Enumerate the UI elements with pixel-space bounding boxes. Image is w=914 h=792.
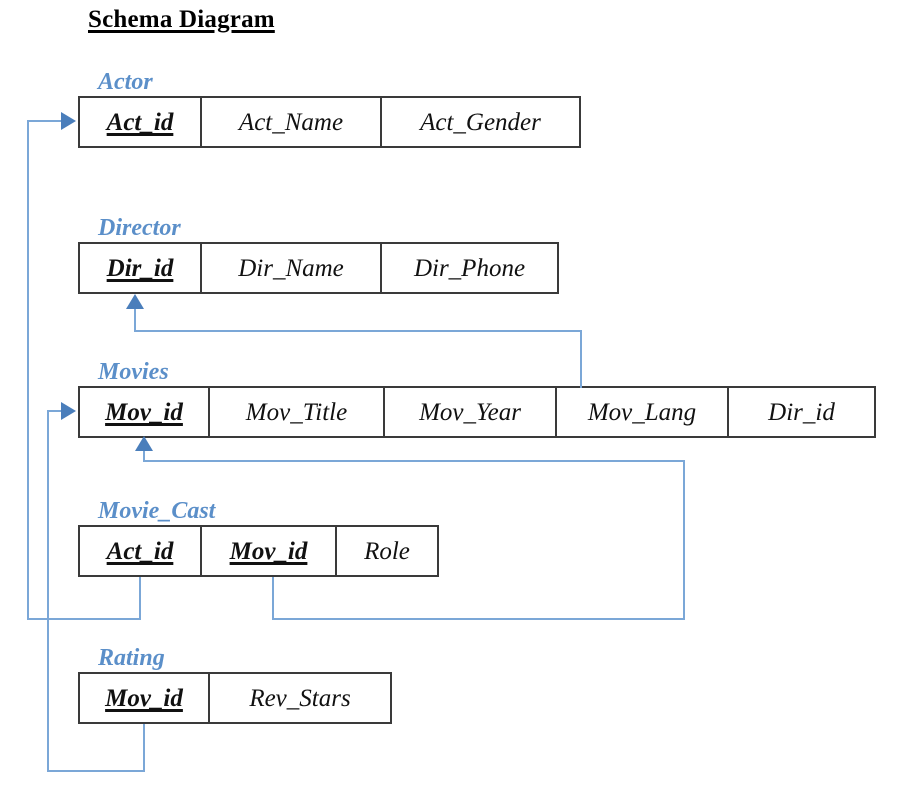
column-actor-act-id[interactable]: Act_id xyxy=(80,98,202,146)
connector-movie-cast-mov-id-up xyxy=(683,460,685,620)
entity-actor: Actor Act_id Act_Name Act_Gender xyxy=(78,69,581,148)
column-director-dir-phone[interactable]: Dir_Phone xyxy=(413,254,526,282)
column-movie-cast-role[interactable]: Role xyxy=(364,537,410,565)
column-movies-mov-title[interactable]: Mov_Title xyxy=(210,388,385,436)
connector-movie-cast-mov-id-left xyxy=(143,460,685,462)
connector-movie-cast-act-id-left xyxy=(27,618,141,620)
column-movies-dir-id[interactable]: Dir_id xyxy=(768,398,835,426)
entity-row-rating: Mov_id Rev_Stars xyxy=(78,672,392,724)
entity-director: Director Dir_id Dir_Name Dir_Phone xyxy=(78,215,559,294)
connector-rating-mov-id-left xyxy=(47,770,145,772)
entity-movies: Movies Mov_id Mov_Title Mov_Year Mov_Lan… xyxy=(78,359,876,438)
column-movies-mov-year[interactable]: Mov_Year xyxy=(385,388,557,436)
connector-movie-cast-mov-id-right xyxy=(272,618,685,620)
connector-actor-act-id-right xyxy=(27,120,65,122)
connector-movies-mov-id-stub xyxy=(143,450,145,462)
entity-rating: Rating Mov_id Rev_Stars xyxy=(78,645,392,724)
page-title: Schema Diagram xyxy=(88,6,275,33)
column-movie-cast-mov-id[interactable]: Mov_id xyxy=(202,527,337,575)
arrowhead-to-director-dir-id xyxy=(126,294,144,309)
entity-row-movie-cast: Act_id Mov_id Role xyxy=(78,525,439,577)
column-rating-mov-id[interactable]: Mov_id xyxy=(80,674,210,722)
entity-label-director: Director xyxy=(98,214,181,241)
entity-label-movie-cast: Movie_Cast xyxy=(98,497,216,524)
entity-row-director: Dir_id Dir_Name Dir_Phone xyxy=(78,242,559,294)
entity-movie-cast: Movie_Cast Act_id Mov_id Role xyxy=(78,498,439,577)
column-actor-act-name[interactable]: Act_Name xyxy=(202,98,382,146)
connector-actor-act-id-up xyxy=(27,120,29,620)
column-rating-rev-stars[interactable]: Rev_Stars xyxy=(249,684,351,712)
column-director-dir-name[interactable]: Dir_Name xyxy=(202,244,382,292)
connector-rating-mov-id-down xyxy=(143,724,145,772)
entity-label-movies: Movies xyxy=(98,358,169,385)
entity-label-actor: Actor xyxy=(98,68,153,95)
entity-row-actor: Act_id Act_Name Act_Gender xyxy=(78,96,581,148)
column-actor-act-gender[interactable]: Act_Gender xyxy=(420,108,541,136)
entity-row-movies: Mov_id Mov_Title Mov_Year Mov_Lang Dir_i… xyxy=(78,386,876,438)
entity-label-rating: Rating xyxy=(98,644,165,671)
arrowhead-to-movies-mov-id-from-cast xyxy=(135,436,153,451)
connector-rating-mov-id-up xyxy=(47,410,49,772)
connector-director-stub xyxy=(134,308,136,332)
arrowhead-to-actor-act-id xyxy=(61,112,76,130)
column-movies-mov-lang[interactable]: Mov_Lang xyxy=(557,388,729,436)
connector-rating-mov-id-right xyxy=(47,410,65,412)
column-movie-cast-act-id[interactable]: Act_id xyxy=(80,527,202,575)
connector-movies-dir-id-vertical xyxy=(580,330,582,388)
column-movies-mov-id[interactable]: Mov_id xyxy=(80,388,210,436)
connector-movie-cast-mov-id-down xyxy=(272,577,274,620)
connector-movie-cast-act-id-down xyxy=(139,577,141,620)
column-director-dir-id[interactable]: Dir_id xyxy=(80,244,202,292)
arrowhead-to-movies-mov-id-from-rating xyxy=(61,402,76,420)
connector-movies-dir-id-horizontal xyxy=(134,330,582,332)
